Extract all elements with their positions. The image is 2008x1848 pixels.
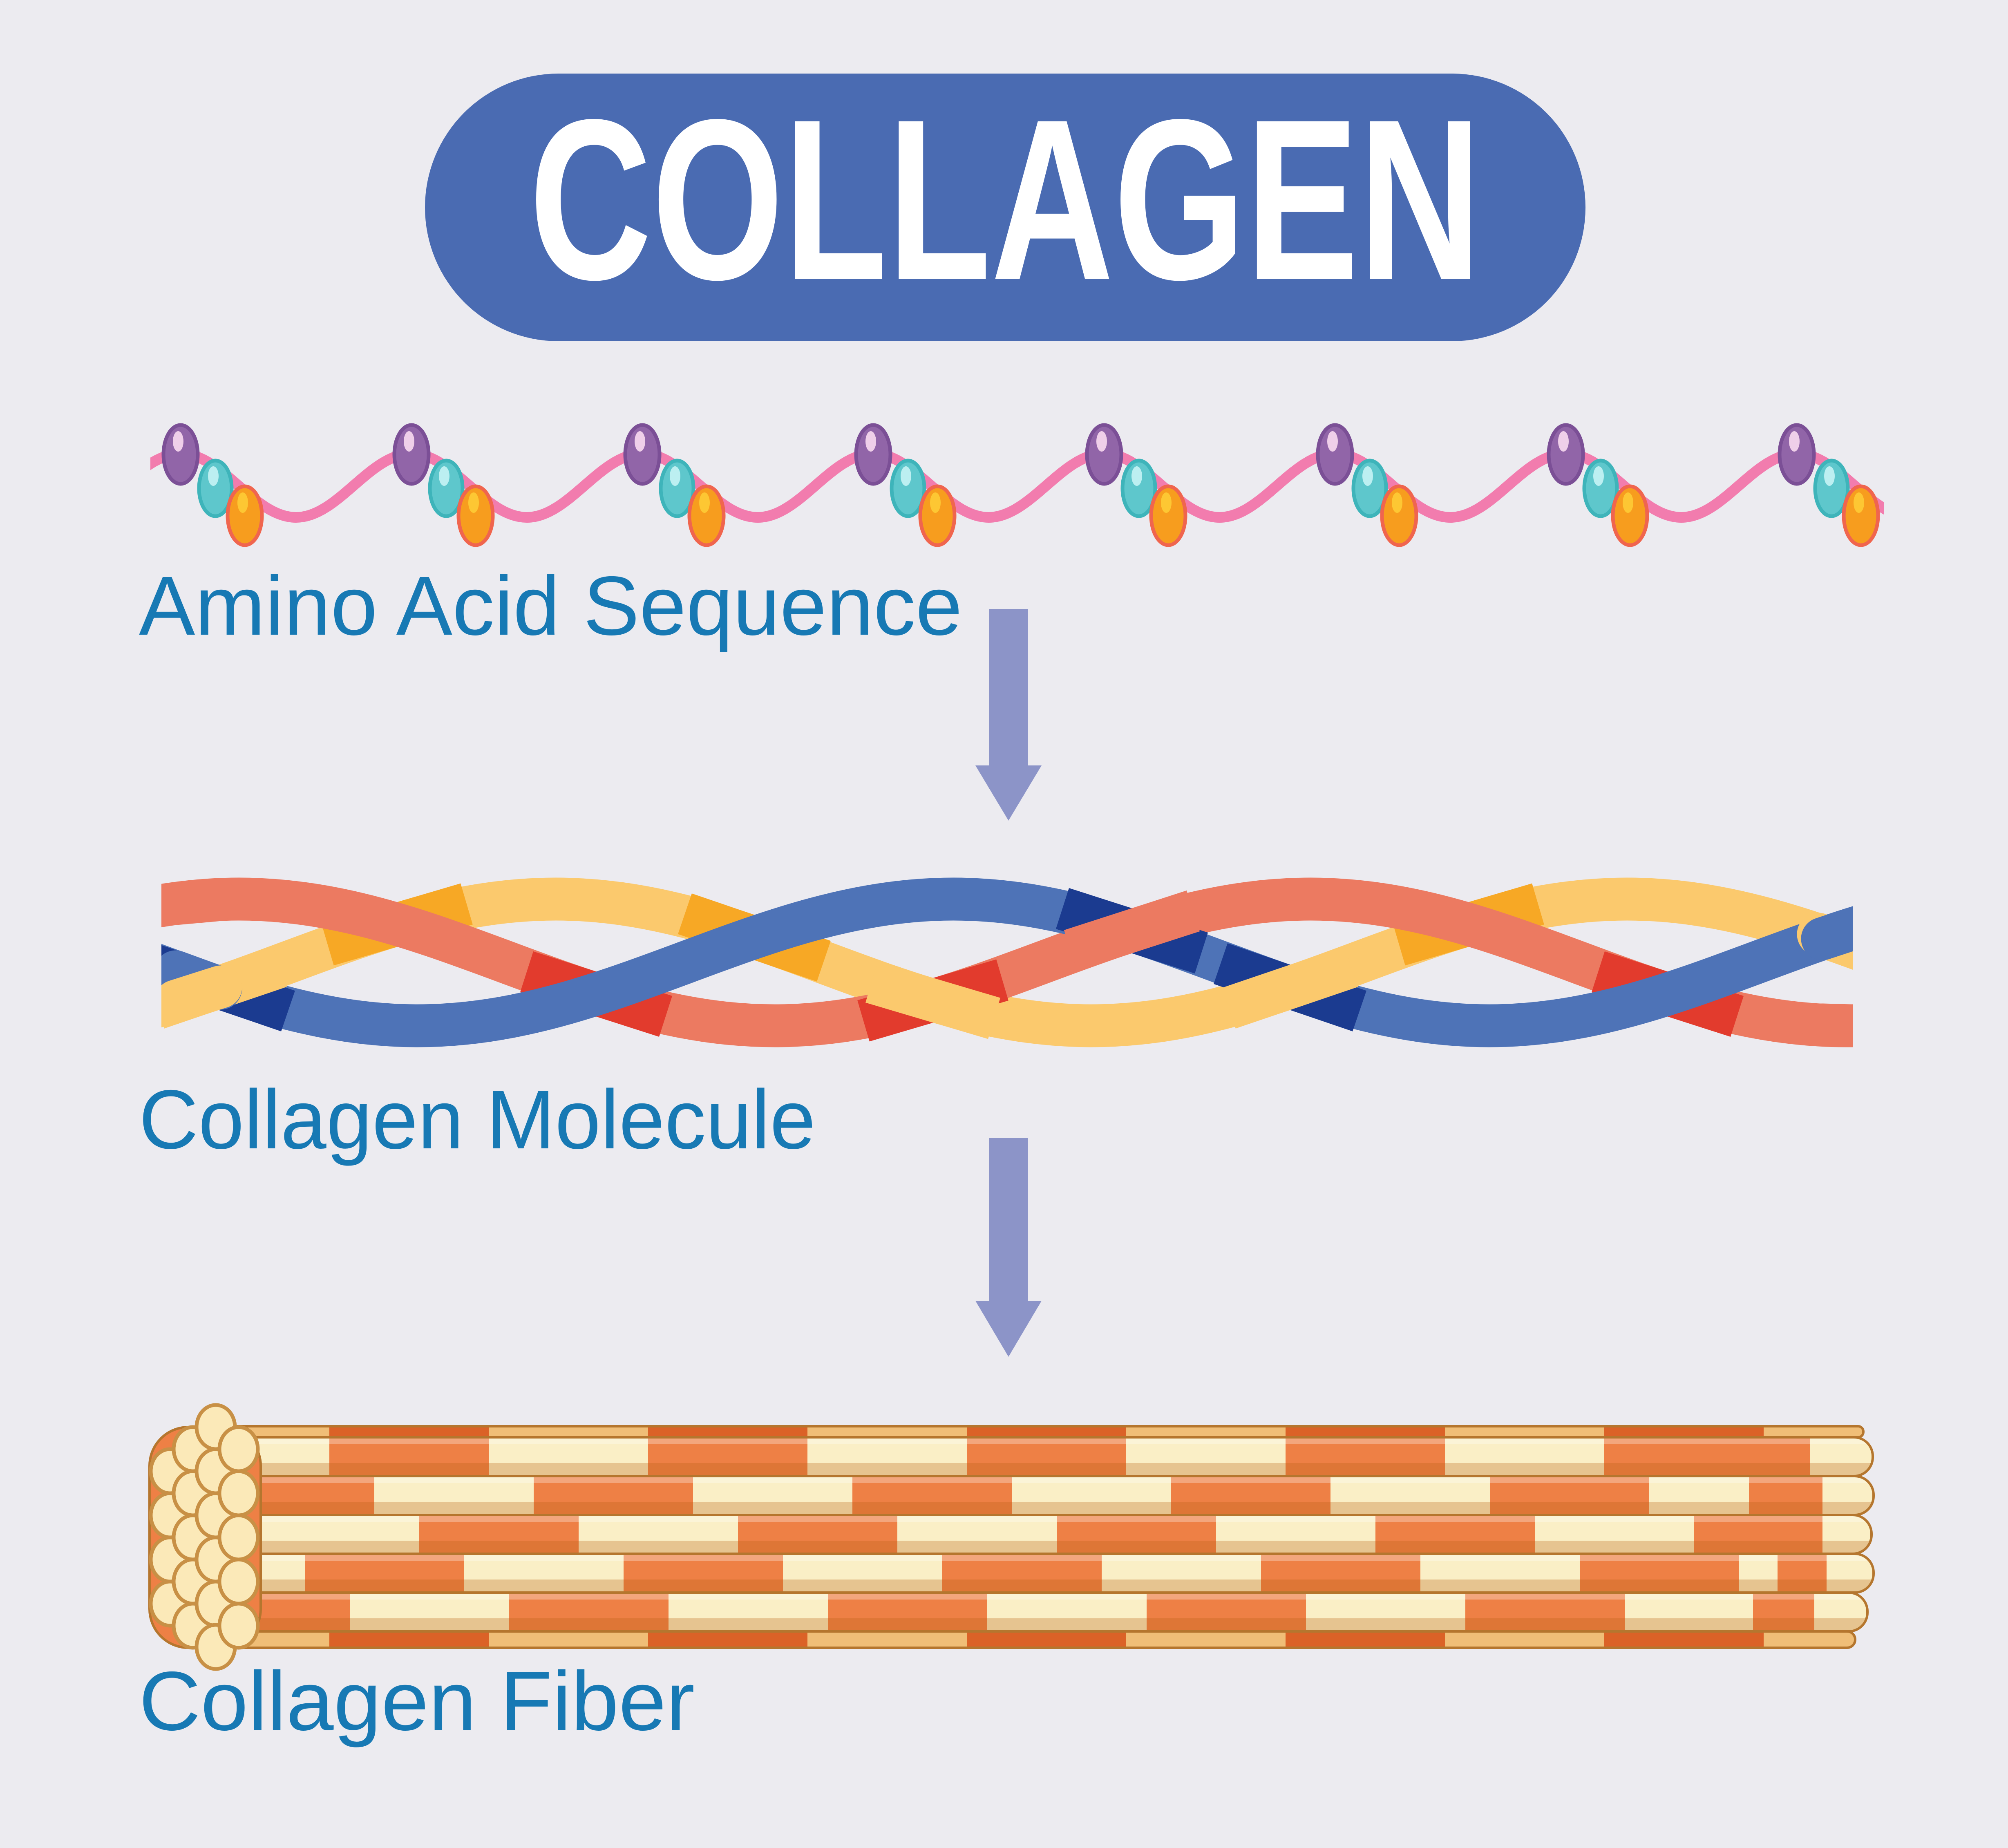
fiber-cross-section [148,1403,262,1671]
fibril-tube [229,1515,1872,1554]
strand-over [865,961,1000,1039]
label-collagen-molecule: Collagen Molecule [139,1073,816,1166]
fibril-tube [229,1593,1867,1631]
fibril-tube [229,1437,1873,1476]
strand-over [1222,946,1358,1029]
fibril-tube [229,1554,1874,1593]
fibril-tube [229,1631,1855,1648]
label-amino-acid-sequence: Amino Acid Sequence [139,559,962,653]
strand-cap [1801,1003,1853,1047]
arrow-down-icon [975,609,1042,821]
strand-cap [1801,908,1853,960]
title-banner: COLLAGEN [425,72,1585,341]
fibril-tube [229,1476,1874,1515]
helix-strand-salmon [161,877,1853,1047]
label-collagen-fiber: Collagen Fiber [139,1654,695,1748]
collagen-molecule [161,877,1853,1047]
amino-acid-sequence: Amino Acid Sequence [139,425,1884,653]
title-pill [425,74,1585,341]
arrow-down-icon [975,1138,1042,1357]
strand-over [1064,890,1200,971]
strand-cap [161,878,238,925]
collagen-fiber: Collagen Fiber [139,1403,1875,1748]
strand-cap [161,965,242,1023]
fibril-tube [229,1426,1863,1437]
page-title: COLLAGEN [529,72,1481,327]
